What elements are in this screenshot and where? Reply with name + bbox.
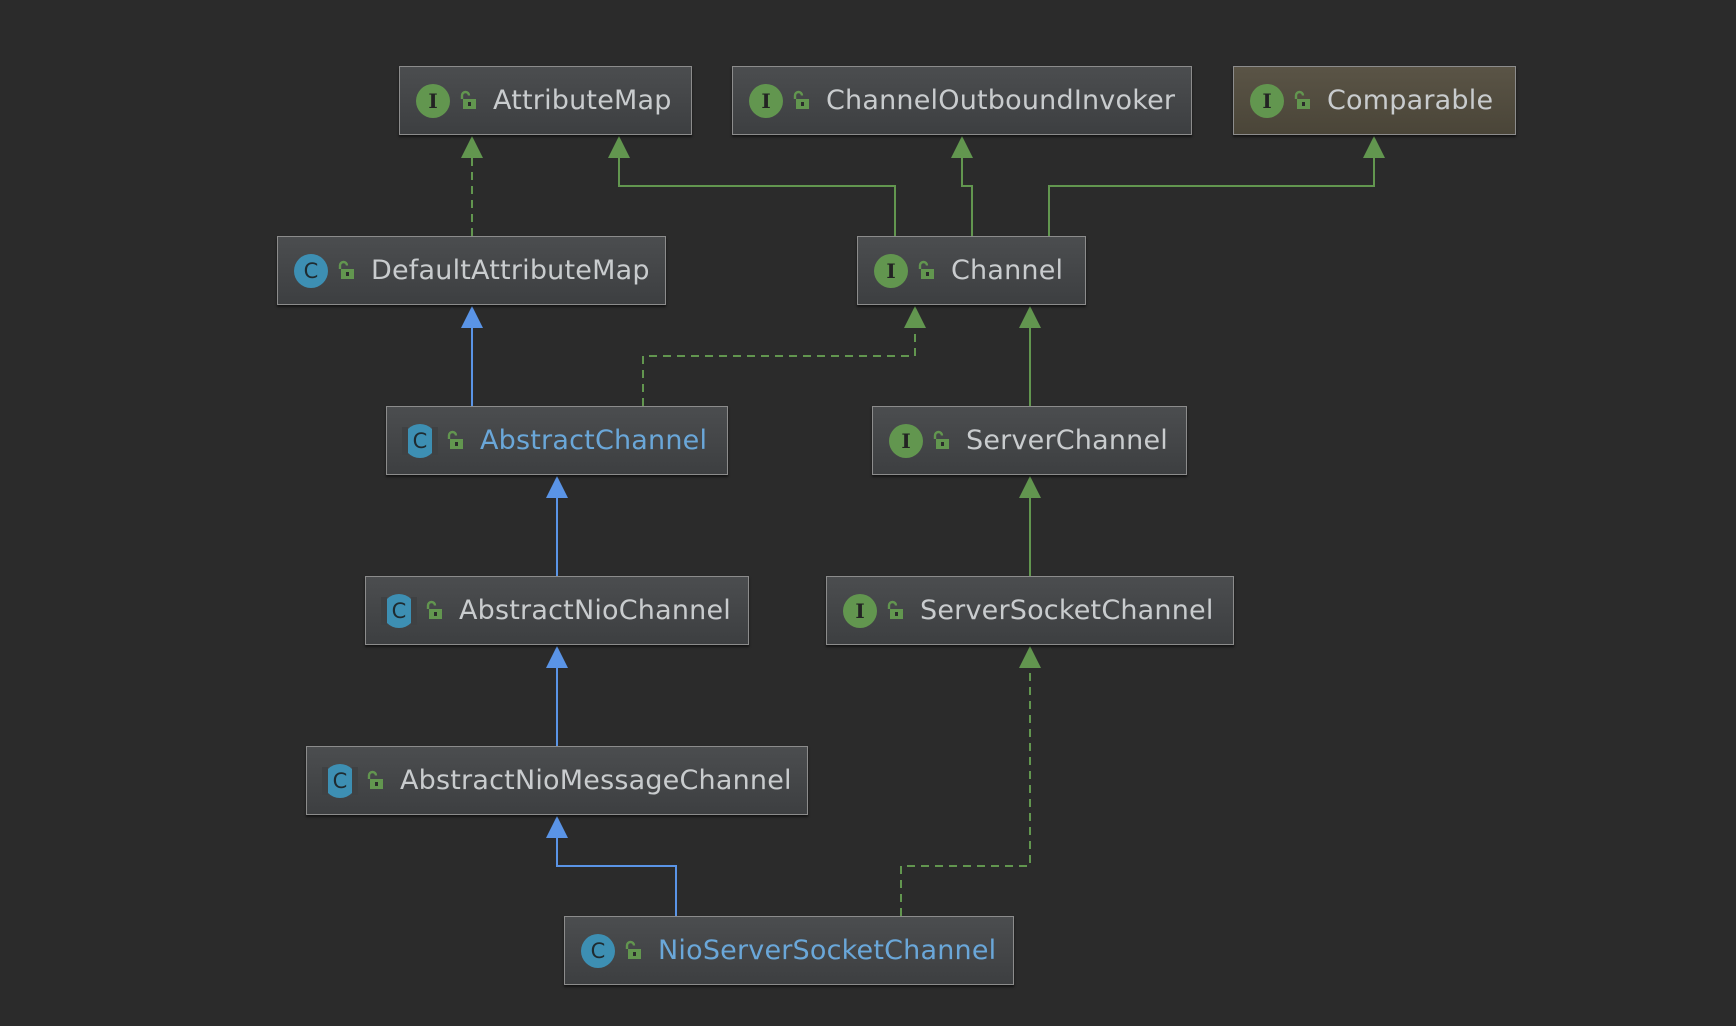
edge-abstractchannel-channel: [642, 306, 926, 406]
edge-nioserversocketchannel-abstractniomessagechannel: [546, 816, 677, 916]
node-attributemap[interactable]: I AttributeMap: [399, 66, 692, 135]
interface-icon: I: [1250, 83, 1284, 118]
edge-serverchannel-channel: [1019, 306, 1041, 406]
node-nioserversocketchannel[interactable]: C NioServerSocketChannel: [564, 916, 1014, 985]
node-label: Comparable: [1327, 85, 1494, 116]
unlocked-icon: [423, 600, 445, 622]
unlocked-icon: [884, 600, 906, 622]
node-label: DefaultAttributeMap: [371, 255, 650, 286]
unlocked-icon: [622, 940, 644, 962]
unlocked-icon: [364, 770, 386, 792]
abstract-class-icon: C: [322, 763, 358, 798]
node-comparable[interactable]: I Comparable: [1233, 66, 1516, 135]
edge-serversocketchannel-serverchannel: [1019, 476, 1041, 576]
node-label: ChannelOutboundInvoker: [826, 85, 1176, 116]
node-abstractniomessagechannel[interactable]: C AbstractNioMessageChannel: [306, 746, 808, 815]
interface-icon: I: [889, 423, 923, 458]
edge-abstractniomessagechannel-abstractniochannel: [546, 646, 568, 746]
edge-channel-comparable: [1048, 136, 1385, 236]
edge-abstractniochannel-abstractchannel: [546, 476, 568, 576]
class-icon: C: [294, 253, 328, 288]
interface-icon: I: [749, 83, 783, 118]
node-abstractniochannel[interactable]: C AbstractNioChannel: [365, 576, 749, 645]
abstract-class-icon: C: [402, 423, 438, 458]
unlocked-icon: [444, 430, 466, 452]
node-label: ServerSocketChannel: [920, 595, 1214, 626]
node-channel[interactable]: I Channel: [857, 236, 1086, 305]
edge-defaultattributemap-attributemap: [461, 136, 483, 236]
unlocked-icon: [915, 260, 937, 282]
interface-icon: I: [843, 593, 877, 628]
node-label: AbstractNioMessageChannel: [400, 765, 792, 796]
node-label: NioServerSocketChannel: [658, 935, 997, 966]
node-abstractchannel[interactable]: C AbstractChannel: [386, 406, 728, 475]
interface-icon: I: [874, 253, 908, 288]
abstract-class-icon: C: [381, 593, 417, 628]
node-serverchannel[interactable]: I ServerChannel: [872, 406, 1187, 475]
unlocked-icon: [335, 260, 357, 282]
node-label: AbstractChannel: [480, 425, 708, 456]
node-label: ServerChannel: [966, 425, 1168, 456]
unlocked-icon: [930, 430, 952, 452]
edge-channel-channeloutboundinvoker: [951, 136, 973, 236]
unlocked-icon: [1291, 90, 1313, 112]
unlocked-icon: [457, 90, 479, 112]
interface-icon: I: [416, 83, 450, 118]
node-label: AbstractNioChannel: [459, 595, 732, 626]
unlocked-icon: [790, 90, 812, 112]
class-icon: C: [581, 933, 615, 968]
edge-abstractchannel-defaultattributemap: [461, 306, 483, 406]
node-defaultattributemap[interactable]: C DefaultAttributeMap: [277, 236, 666, 305]
edge-nioserversocketchannel-serversocketchannel: [900, 646, 1041, 916]
edge-channel-attributemap: [608, 136, 896, 236]
node-label: Channel: [951, 255, 1064, 286]
node-label: AttributeMap: [493, 85, 672, 116]
node-serversocketchannel[interactable]: I ServerSocketChannel: [826, 576, 1234, 645]
node-channeloutboundinvoker[interactable]: I ChannelOutboundInvoker: [732, 66, 1192, 135]
